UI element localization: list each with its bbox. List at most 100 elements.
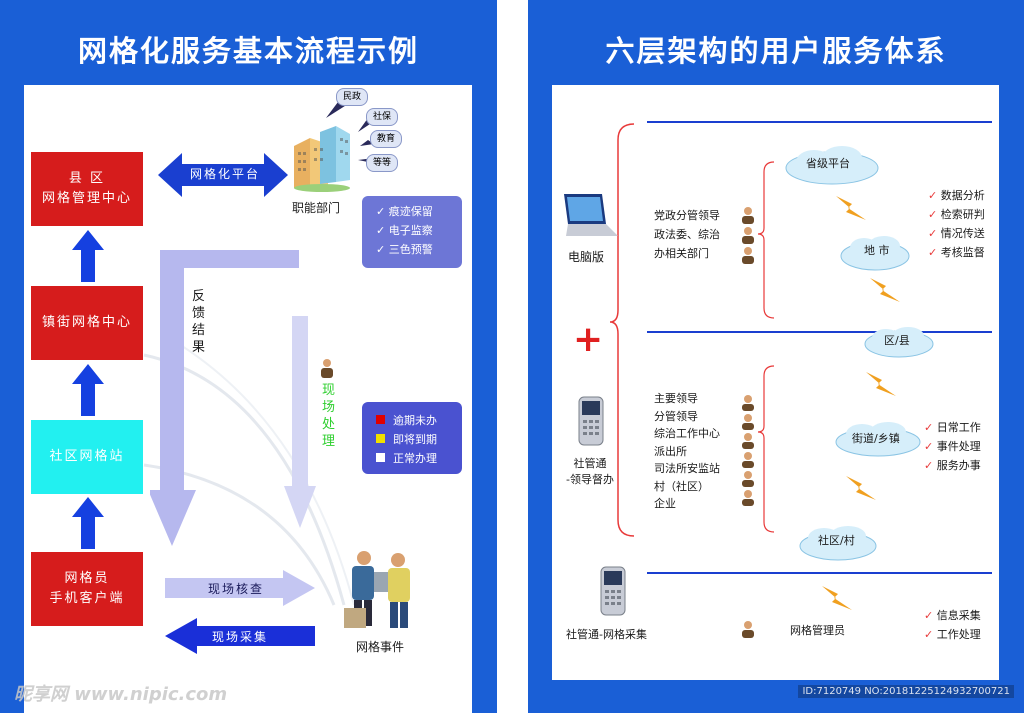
platform-double-arrow [158, 153, 288, 197]
staff-line2: 手机客户端 [49, 591, 125, 606]
leader-mid-1: 主要领导 [654, 392, 698, 405]
cloud-city [840, 236, 910, 271]
grid-manager-label: 网格管理员 [790, 624, 845, 637]
bubble-etc: 等等 [366, 154, 398, 172]
phone1-line1: 社管通 [573, 457, 607, 470]
top-func-2: ✓ 检索研判 [928, 208, 985, 221]
bubble-civil-affairs: 民政 [336, 88, 368, 106]
onsite-text: 现场处理 [322, 383, 336, 449]
county-line2: 网格管理中心 [41, 191, 132, 206]
cloud-village-label: 社区/村 [818, 534, 855, 547]
leader-top-3: 办相关部门 [654, 247, 709, 260]
top-functions: ✓ 数据分析 ✓ 检索研判 ✓ 情况传送 ✓ 考核监督 [928, 186, 985, 262]
person-icons-mid [742, 395, 754, 506]
bubble-social-security-text: 社保 [372, 112, 391, 122]
legend-box: 逾期未办 即将到期 正常办理 [362, 402, 462, 474]
phone-icon-leader [578, 396, 604, 446]
top-func-2-text: 检索研判 [940, 208, 985, 221]
leaders-mid-list: 主要领导 分管领导 综治工作中心 派出所 司法所安监站 村（社区） 企业 [654, 390, 720, 513]
cloud-city-label: 地 市 [864, 244, 890, 257]
legend-item-due: 即将到期 [376, 429, 462, 448]
bottom-functions: ✓ 信息采集 ✓ 工作处理 [924, 606, 981, 644]
leader-top-1: 党政分管领导 [654, 209, 720, 222]
phone1-label: 社管通 -领导督办 [560, 456, 620, 488]
staff-line1: 网格员 [64, 571, 110, 586]
town-center-box: 镇街网格中心 [31, 286, 143, 360]
left-title: 网格化服务基本流程示例 [77, 34, 419, 68]
town-label: 镇街网格中心 [41, 315, 132, 330]
grid-staff-box: 网格员 手机客户端 [31, 552, 143, 626]
departments-label: 职能部门 [292, 201, 341, 215]
feedback-arrow [150, 250, 299, 546]
top-func-1: ✓ 数据分析 [928, 189, 985, 202]
feedback-text: 反馈结果 [192, 289, 206, 355]
phone1-line2: -领导督办 [566, 473, 614, 486]
check-label: 现场核查 [208, 582, 265, 596]
bottom-func-2: ✓ 工作处理 [924, 628, 981, 641]
collect-arrow [165, 618, 315, 654]
cloud-village [799, 526, 877, 561]
person-icon-grid-manager [742, 621, 754, 638]
bubble-social-security: 社保 [366, 108, 398, 126]
mid-func-2-text: 事件处理 [936, 440, 981, 453]
leader-mid-4: 派出所 [654, 444, 687, 458]
check-arrow [165, 570, 315, 606]
legend-swatch-white [376, 453, 385, 462]
leader-mid-5: 司法所安监站 [654, 462, 720, 475]
bubble-education-text: 教育 [376, 134, 395, 144]
up-arrow-1 [72, 230, 104, 282]
phone2-label: 社管通-网格采集 [566, 628, 647, 641]
platform-label: 网格化平台 [189, 167, 260, 181]
lightning-icon-3 [866, 372, 896, 396]
cloud-district-label: 区/县 [884, 334, 910, 347]
laptop-icon [564, 194, 618, 236]
legend-item-normal: 正常办理 [376, 448, 462, 467]
feedback-label: 反馈结果 [192, 288, 208, 356]
watermark-logo: 昵享网 www.nipic.com [14, 684, 228, 705]
cloud-province-label: 省级平台 [806, 157, 850, 170]
grid-event-people-icon [344, 551, 410, 628]
legend-swatch-yellow [376, 434, 385, 443]
person-icon-onsite [321, 359, 333, 378]
up-arrow-2 [72, 364, 104, 416]
top-func-3: ✓ 情况传送 [928, 227, 985, 240]
bottom-func-1: ✓ 信息采集 [924, 609, 981, 622]
collect-label: 现场采集 [212, 630, 269, 644]
leader-mid-3: 综治工作中心 [654, 427, 720, 440]
leader-top-2: 政法委、综治 [654, 228, 720, 241]
legend-text-due: 即将到期 [393, 432, 437, 446]
mid-func-3: ✓ 服务办事 [924, 459, 981, 472]
onsite-arrow [284, 316, 316, 528]
legend-swatch-red [376, 415, 385, 424]
cloud-district [864, 327, 934, 358]
image-id-badge: ID:7120749 NO:20181225124932700721 [798, 685, 1014, 698]
right-title: 六层架构的用户服务体系 [605, 34, 947, 68]
bubble-education: 教育 [370, 130, 402, 148]
lightning-icon-1 [836, 196, 866, 220]
top-func-3-text: 情况传送 [940, 227, 985, 240]
phone-icon-collector [600, 566, 626, 616]
legend-text-normal: 正常办理 [393, 451, 437, 465]
feature-text-1: 痕迹保留 [388, 205, 433, 218]
lightning-icon-2 [870, 278, 900, 302]
feature-item-3: ✓ 三色预警 [376, 243, 433, 256]
lightning-icon-5 [822, 586, 852, 610]
onsite-label: 现场处理 [322, 382, 336, 450]
top-func-4: ✓ 考核监督 [928, 246, 985, 259]
features-box: ✓ 痕迹保留 ✓ 电子监察 ✓ 三色预警 [362, 196, 462, 268]
cloud-street-label: 街道/乡镇 [852, 432, 900, 445]
right-canvas [552, 85, 999, 680]
feature-text-2: 电子监察 [388, 224, 433, 237]
bubble-etc-text: 等等 [372, 158, 391, 168]
feature-item-1: ✓ 痕迹保留 [376, 205, 433, 218]
leader-mid-2: 分管领导 [654, 409, 698, 423]
mid-func-1: ✓ 日常工作 [924, 421, 981, 434]
person-icons-top [742, 207, 754, 264]
legend-item-overdue: 逾期未办 [376, 410, 462, 429]
leader-mid-7: 企业 [654, 497, 676, 510]
mid-func-1-text: 日常工作 [936, 421, 981, 434]
top-func-4-text: 考核监督 [940, 246, 985, 259]
structure-lines [609, 121, 992, 574]
bubble-civil-affairs-text: 民政 [342, 92, 361, 102]
top-func-1-text: 数据分析 [940, 189, 985, 202]
